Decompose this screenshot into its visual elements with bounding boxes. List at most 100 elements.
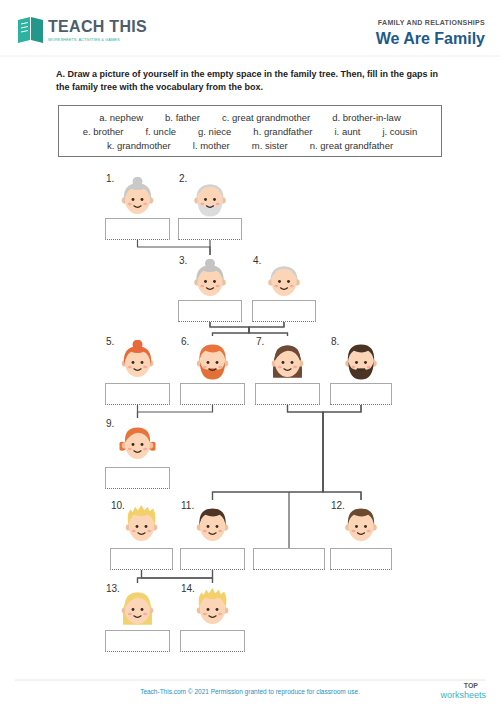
vocabulary-item: i. aunt bbox=[335, 125, 361, 139]
face-mouth bbox=[134, 206, 141, 208]
tree-line bbox=[209, 240, 210, 255]
vocabulary-item: f. uncle bbox=[145, 125, 176, 139]
family-member: 3. bbox=[178, 255, 242, 322]
tree-line bbox=[288, 492, 289, 548]
answer-box bbox=[105, 630, 170, 652]
face-illustration bbox=[118, 427, 158, 459]
tree-line bbox=[213, 405, 362, 500]
face-mouth bbox=[357, 533, 364, 535]
tree-line bbox=[138, 405, 213, 418]
face-mouth bbox=[284, 369, 291, 371]
face-illustration bbox=[345, 345, 377, 380]
tree-line bbox=[138, 570, 176, 583]
answer-box bbox=[105, 218, 170, 240]
callout-number: 12. bbox=[331, 500, 345, 511]
callout-number: 13. bbox=[106, 583, 120, 594]
family-member: 14. bbox=[180, 583, 245, 652]
face-illustration bbox=[197, 588, 229, 624]
callout-number: 3. bbox=[179, 255, 187, 266]
answer-box bbox=[330, 383, 392, 405]
face-illustration bbox=[126, 505, 158, 541]
face-mouth bbox=[138, 533, 145, 535]
callout-number: 2. bbox=[179, 173, 187, 184]
face-mouth bbox=[134, 616, 141, 618]
tree-line bbox=[138, 570, 213, 583]
face-mouth bbox=[209, 533, 216, 535]
answer-box bbox=[180, 383, 245, 405]
logo-book bbox=[31, 17, 43, 43]
callout-number: 5. bbox=[106, 336, 114, 347]
answer-box bbox=[105, 467, 170, 489]
word-row: a. nephewb. fatherc. great grandmotherd.… bbox=[59, 111, 441, 125]
answer-box bbox=[180, 548, 245, 570]
tree-line bbox=[210, 322, 249, 336]
footer-rule bbox=[15, 680, 485, 681]
family-member: 2. bbox=[178, 173, 242, 240]
face-beard bbox=[197, 199, 222, 217]
face-hair bbox=[199, 345, 225, 362]
family-member: 9. bbox=[105, 418, 170, 489]
family-member: 4. bbox=[252, 255, 316, 322]
answer-box bbox=[252, 300, 316, 322]
logo-text: TEACH THIS bbox=[48, 18, 147, 36]
face-mouth bbox=[206, 206, 213, 208]
vocabulary-item: h. grandfather bbox=[253, 125, 312, 139]
tree-line bbox=[210, 322, 288, 336]
callout-number: 4. bbox=[253, 255, 261, 266]
callout-number: 1. bbox=[106, 173, 114, 184]
callout-number: 9. bbox=[106, 418, 114, 429]
callout-number: 7. bbox=[256, 336, 264, 347]
answer-box bbox=[255, 383, 320, 405]
face-hair bbox=[348, 509, 374, 526]
vocabulary-item: j. cousin bbox=[382, 125, 417, 139]
family-member: 7. bbox=[255, 336, 320, 405]
face-beard bbox=[200, 362, 225, 380]
face-illustration bbox=[197, 509, 229, 541]
face-hair bbox=[196, 259, 223, 285]
callout-number: 10. bbox=[111, 500, 125, 511]
face-mouth bbox=[134, 369, 141, 371]
face-mouth bbox=[206, 288, 213, 290]
answer-box bbox=[178, 300, 242, 322]
vocabulary-item: d. brother-in-law bbox=[332, 111, 401, 125]
vocabulary-item: m. sister bbox=[252, 139, 288, 153]
face-mouth bbox=[209, 616, 216, 618]
tree-line bbox=[323, 405, 361, 500]
face-beard bbox=[348, 362, 373, 380]
logo-lines bbox=[21, 23, 28, 33]
header-rule bbox=[0, 56, 500, 57]
face-hair bbox=[270, 266, 297, 282]
face-illustration bbox=[345, 509, 377, 541]
tree-line bbox=[175, 570, 213, 583]
face-hair bbox=[125, 427, 150, 442]
face-illustration bbox=[272, 345, 304, 377]
face-illustration bbox=[122, 592, 154, 624]
face-mouth bbox=[134, 451, 141, 453]
vocabulary-item: n. great grandfather bbox=[310, 139, 393, 153]
vocabulary-item: b. father bbox=[165, 111, 200, 125]
face-mouth bbox=[209, 369, 216, 371]
family-member: 1. bbox=[105, 173, 170, 240]
vocabulary-item: c. great grandmother bbox=[222, 111, 310, 125]
family-member: 11. bbox=[180, 500, 245, 570]
vocabulary-box: a. nephewb. fatherc. great grandmotherd.… bbox=[58, 105, 442, 157]
answer-box bbox=[110, 548, 173, 570]
face-hair bbox=[128, 505, 156, 526]
face-hair bbox=[275, 345, 300, 360]
section-heading: FAMILY AND RELATIONSHIPS bbox=[378, 18, 485, 27]
face-hair bbox=[348, 345, 374, 362]
tree-line bbox=[213, 322, 285, 336]
brand-text: worksheets bbox=[440, 690, 486, 700]
face-hair bbox=[196, 184, 223, 200]
answer-box bbox=[180, 630, 245, 652]
instruction-text: A. Draw a picture of yourself in the emp… bbox=[56, 68, 452, 94]
logo-book bbox=[18, 17, 30, 43]
face-hair bbox=[124, 177, 151, 203]
vocabulary-item: e. brother bbox=[83, 125, 124, 139]
callout-number: 6. bbox=[181, 336, 189, 347]
logo-tagline: WORKSHEETS, ACTIVITIES & GAMES bbox=[48, 37, 120, 42]
self-answer-box bbox=[253, 548, 325, 570]
family-member: 12. bbox=[330, 500, 392, 570]
family-member: 13. bbox=[105, 583, 170, 652]
